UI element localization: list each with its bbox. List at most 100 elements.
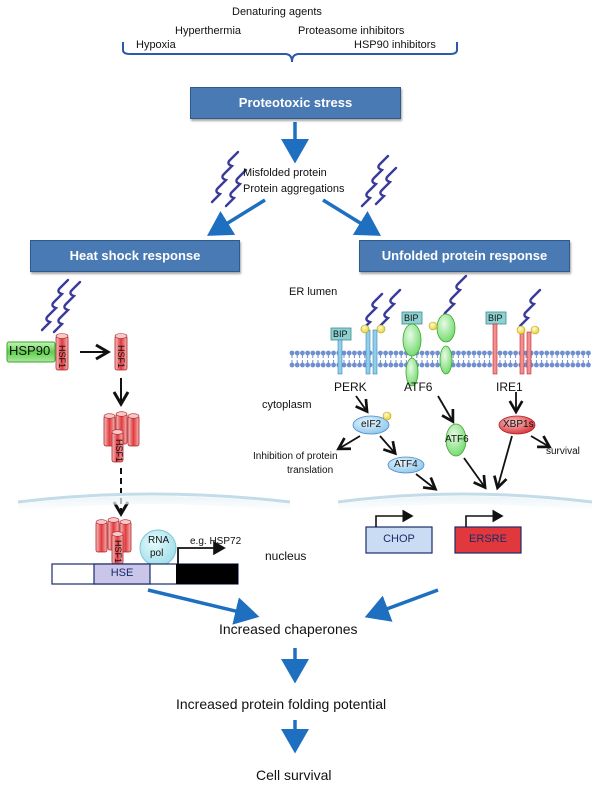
lipid-head bbox=[398, 350, 404, 356]
gene-coding-region bbox=[176, 564, 238, 584]
hsf1-bound-label: HSF1 bbox=[113, 540, 123, 564]
rna-pol-label-1: RNA bbox=[148, 535, 170, 546]
lipid-head bbox=[315, 350, 321, 356]
nucleus-membrane-right bbox=[337, 492, 593, 504]
heat-shock-response-box: Heat shock response bbox=[30, 240, 240, 272]
lipid-head bbox=[388, 362, 394, 368]
lipid-head bbox=[554, 362, 560, 368]
lipid-head bbox=[320, 362, 326, 368]
helix-icon bbox=[40, 278, 70, 332]
lipid-head bbox=[513, 362, 518, 368]
bip-perk-label: BIP bbox=[333, 329, 348, 339]
stressor-hypoxia: Hypoxia bbox=[136, 39, 176, 51]
perk-receptor bbox=[330, 324, 386, 375]
lipid-head bbox=[502, 362, 508, 368]
helix-icon-group bbox=[40, 150, 542, 334]
bip-ire1-label: BIP bbox=[488, 313, 503, 323]
lipid-head bbox=[466, 350, 472, 356]
lipid-head bbox=[305, 350, 310, 356]
lipid-head bbox=[393, 350, 399, 356]
helix-icon bbox=[360, 154, 390, 208]
ire1-label: IRE1 bbox=[496, 380, 523, 394]
lipid-head bbox=[570, 362, 576, 368]
ersre-gene-box bbox=[454, 526, 522, 554]
stressor-hsp90-inhibitors: HSP90 inhibitors bbox=[354, 39, 436, 51]
lipid-head bbox=[326, 362, 331, 368]
ersre-label: ERSRE bbox=[469, 533, 507, 545]
lipid-head bbox=[310, 362, 316, 368]
lipid-head bbox=[565, 362, 570, 368]
lipid-head bbox=[388, 350, 394, 356]
increased-folding-label: Increased protein folding potential bbox=[176, 696, 387, 712]
lipid-head bbox=[502, 350, 508, 356]
helix-icon bbox=[518, 288, 542, 328]
helix-icon bbox=[360, 292, 384, 332]
arrow-misfolded-to-upr bbox=[322, 198, 381, 236]
chop-tss-arrow bbox=[375, 509, 414, 527]
chop-label: CHOP bbox=[383, 533, 415, 545]
lipid-head bbox=[424, 350, 430, 356]
increased-chaperones-label: Increased chaperones bbox=[219, 621, 358, 637]
lipid-head bbox=[289, 362, 295, 368]
lipid-head bbox=[289, 350, 295, 356]
protein-aggregations-label: Protein aggregations bbox=[243, 183, 345, 195]
nucleus-label: nucleus bbox=[265, 549, 307, 563]
arrow-atf6-to-nucleus bbox=[463, 457, 487, 490]
lipid-head bbox=[419, 362, 425, 368]
lipid-head bbox=[430, 362, 435, 368]
lipid-head bbox=[471, 350, 477, 356]
lipid-head bbox=[346, 350, 352, 356]
hsf1-trimer-label: HSF1 bbox=[114, 439, 124, 463]
lipid-head bbox=[346, 362, 352, 368]
lipid-head bbox=[539, 362, 544, 368]
lipid-head bbox=[461, 362, 466, 368]
helix-icon bbox=[210, 150, 240, 204]
lipid-head bbox=[430, 350, 435, 356]
lipid-head bbox=[424, 362, 430, 368]
lipid-head bbox=[383, 350, 388, 356]
lipid-head bbox=[378, 350, 383, 356]
lipid-head bbox=[575, 362, 581, 368]
lipid-head bbox=[294, 350, 300, 356]
stressor-brace bbox=[122, 42, 458, 63]
lipid-head bbox=[549, 362, 555, 368]
lipid-head bbox=[320, 350, 326, 356]
inhibition-label-2: translation bbox=[287, 465, 334, 476]
lipid-head bbox=[487, 350, 492, 356]
nucleus-membrane-left bbox=[17, 492, 291, 504]
lipid-head bbox=[357, 350, 362, 356]
lipid-head bbox=[341, 350, 347, 356]
lipid-head bbox=[508, 350, 513, 356]
lipid-head bbox=[331, 350, 336, 356]
chop-gene-box bbox=[365, 526, 433, 554]
arrow-eif2-to-atf4 bbox=[379, 435, 397, 456]
lipid-head bbox=[294, 362, 300, 368]
eif2-molecule bbox=[352, 415, 390, 435]
proteotoxic-stress-box: Proteotoxic stress bbox=[190, 87, 401, 119]
lipid-head bbox=[331, 362, 336, 368]
lipid-head bbox=[497, 362, 503, 368]
lipid-head bbox=[580, 362, 586, 368]
helix-icon bbox=[52, 280, 82, 334]
hse-element bbox=[93, 563, 151, 585]
hsp90-bar bbox=[6, 341, 56, 363]
arrow-hsr-to-chaperones bbox=[147, 588, 260, 625]
survival-label: survival bbox=[546, 446, 580, 457]
hsf1-trimer bbox=[103, 411, 140, 463]
lipid-head bbox=[466, 362, 472, 368]
hsf1-trimer-bound bbox=[95, 517, 132, 565]
arrow-atf6-to-cleaved bbox=[437, 395, 455, 424]
perk-label: PERK bbox=[334, 380, 367, 394]
xbp1s-molecule bbox=[498, 415, 536, 435]
lipid-head bbox=[539, 350, 544, 356]
arrow-xbp1s-to-survival bbox=[530, 435, 552, 449]
stressor-proteasome: Proteasome inhibitors bbox=[298, 25, 405, 37]
rna-pol-label-2: pol bbox=[150, 548, 164, 559]
lipid-head bbox=[549, 350, 555, 356]
atf4-molecule bbox=[387, 456, 425, 474]
lipid-head bbox=[575, 350, 581, 356]
lipid-head bbox=[560, 350, 565, 356]
lipid-head bbox=[544, 350, 550, 356]
misfolded-protein-label: Misfolded protein bbox=[243, 167, 327, 179]
lipid-head bbox=[435, 350, 440, 356]
